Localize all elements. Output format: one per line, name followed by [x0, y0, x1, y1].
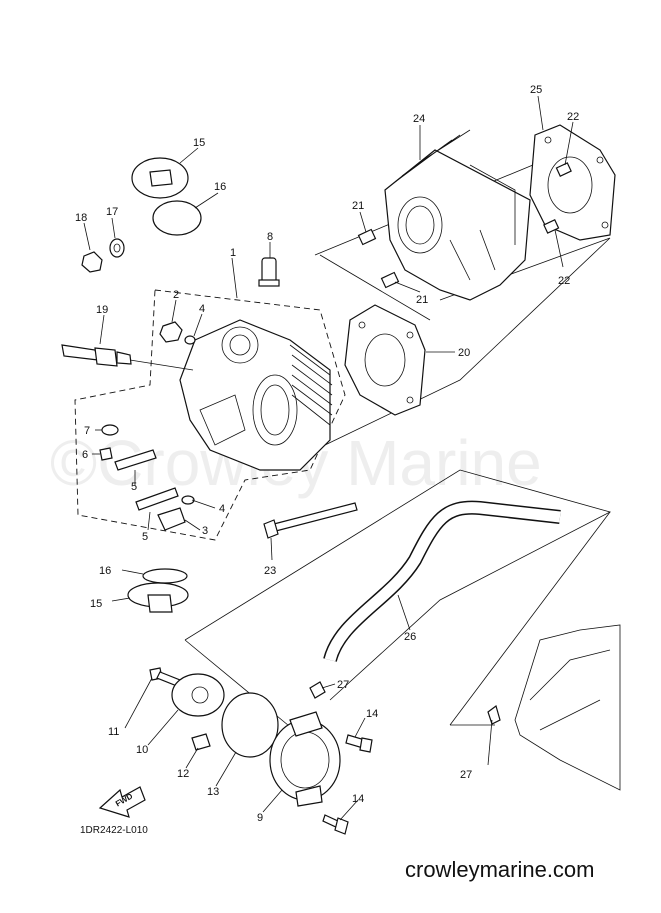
callout-14-lower: 14	[352, 793, 364, 805]
hose-clamp-lines	[449, 511, 611, 726]
sealing-washer[interactable]	[101, 424, 119, 436]
callout-18: 18	[75, 212, 87, 224]
callout-7: 7	[84, 425, 90, 437]
stud-bolt-lower[interactable]	[135, 487, 179, 511]
callout-27-lower: 27	[460, 769, 472, 781]
callout-8: 8	[267, 231, 273, 243]
leader-lines	[83, 95, 574, 821]
callout-4-lower: 4	[219, 503, 225, 515]
oil-filler-cap-upper[interactable]	[131, 157, 189, 199]
callout-21-upper: 21	[352, 200, 364, 212]
o-ring-lower[interactable]	[181, 495, 195, 505]
frame-section	[514, 624, 621, 791]
cylinder-block[interactable]	[384, 129, 531, 301]
dowel-pin-upper[interactable]	[555, 162, 572, 177]
dowel-pin-21-upper[interactable]	[357, 228, 377, 246]
spark-plug[interactable]	[61, 344, 132, 367]
callout-6: 6	[82, 449, 88, 461]
cylinder-head-assembly-boundary	[74, 289, 346, 541]
callout-15-lower: 15	[90, 598, 102, 610]
o-ring-cap-lower[interactable]	[142, 568, 188, 584]
callout-23: 23	[264, 565, 276, 577]
bolt-6[interactable]	[99, 447, 113, 461]
oil-filler-cap-lower[interactable]	[127, 582, 189, 613]
callout-10: 10	[136, 744, 148, 756]
callout-5-upper: 5	[131, 481, 137, 493]
forward-direction-arrow: FWD	[98, 786, 146, 818]
cylinder-gasket[interactable]	[529, 124, 616, 241]
o-ring-cap-upper[interactable]	[152, 200, 202, 236]
callout-15-upper: 15	[193, 137, 205, 149]
callout-21-lower: 21	[416, 294, 428, 306]
callout-9: 9	[257, 812, 263, 824]
pump-housing[interactable]	[269, 711, 341, 807]
cover-plate[interactable]	[171, 673, 225, 717]
callout-20: 20	[458, 347, 470, 359]
head-gasket[interactable]	[344, 304, 426, 416]
cylinder-head[interactable]	[179, 319, 333, 471]
callout-3: 3	[202, 525, 208, 537]
callout-26: 26	[404, 631, 416, 643]
callout-1: 1	[230, 247, 236, 259]
callout-4-upper: 4	[199, 303, 205, 315]
dowel-pin-21-lower[interactable]	[380, 271, 400, 289]
nozzle[interactable]	[157, 507, 186, 531]
callout-24: 24	[413, 113, 425, 125]
hose[interactable]	[323, 500, 561, 663]
callout-25: 25	[530, 84, 542, 96]
washer[interactable]	[109, 238, 125, 258]
callout-16-upper: 16	[214, 181, 226, 193]
callout-17: 17	[106, 206, 118, 218]
callout-13: 13	[207, 786, 219, 798]
housing-bolt-upper[interactable]	[345, 734, 373, 753]
callout-11: 11	[108, 726, 119, 738]
hose-clamp-upper[interactable]	[309, 681, 326, 699]
callout-14-upper: 14	[366, 708, 378, 720]
stud-bolt-upper[interactable]	[114, 449, 157, 471]
dowel-pin-lower[interactable]	[543, 219, 560, 234]
callout-5-lower: 5	[142, 531, 148, 543]
hose-clamp-lower[interactable]	[487, 704, 501, 725]
callout-22-lower: 22	[558, 275, 570, 287]
long-bolt[interactable]	[263, 502, 358, 539]
website-url: crowleymarine.com	[405, 857, 595, 882]
nut[interactable]	[159, 321, 183, 343]
callout-12: 12	[177, 768, 189, 780]
callout-27-upper: 27	[337, 679, 349, 691]
temperature-sensor[interactable]	[258, 257, 280, 287]
callout-22-upper: 22	[567, 111, 579, 123]
large-o-ring[interactable]	[221, 692, 279, 758]
o-ring-upper[interactable]	[184, 335, 196, 345]
diagram-code: 1DR2422-L010	[80, 825, 148, 836]
housing-bolt-lower[interactable]	[322, 814, 349, 835]
callout-16-lower: 16	[99, 565, 111, 577]
callout-19: 19	[96, 304, 108, 316]
drain-plug[interactable]	[81, 251, 103, 273]
callout-2: 2	[173, 289, 179, 301]
clip[interactable]	[191, 733, 211, 751]
